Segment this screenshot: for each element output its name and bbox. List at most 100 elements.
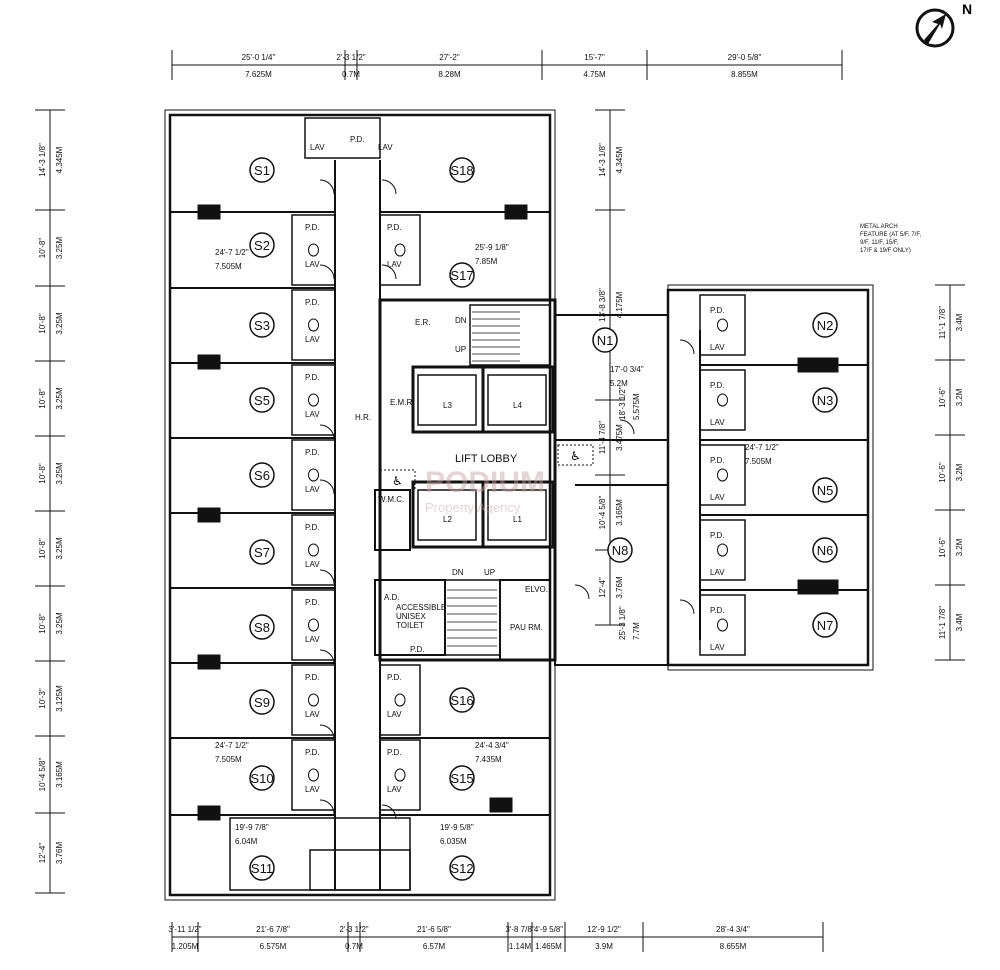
dimension-metric: 6.575M [260, 942, 287, 951]
structural-column [489, 797, 513, 813]
room-dimension-imperial: 18'-3 1/2" [618, 386, 627, 420]
dimension-imperial: 10'-6" [938, 537, 947, 558]
unit-marker [812, 312, 838, 338]
exterior-wall-east-wing [666, 288, 870, 667]
unit-label: N3 [817, 393, 834, 408]
unit-marker [449, 262, 475, 288]
toilet-label: UNISEX [396, 612, 426, 621]
lift-car [487, 489, 547, 541]
dimension-imperial: 10'-8" [38, 238, 47, 259]
dimension-metric: 3.2M [955, 463, 964, 481]
dimension-imperial: 25'-0 1/4" [242, 53, 276, 62]
dimension-metric: 3.4M [955, 313, 964, 331]
lift-shaft [411, 365, 485, 434]
metal-arch-note: METAL ARCH [860, 224, 898, 230]
dimension-metric: 3.25M [55, 612, 64, 635]
stair-up-label: UP [484, 568, 495, 577]
lav-label: LAV [387, 260, 402, 269]
accessible-toilet [374, 579, 446, 656]
unit-marker [249, 232, 275, 258]
lift-car [417, 489, 477, 541]
dimension-metric: 8.655M [720, 942, 747, 951]
lav-label: LAV [310, 143, 325, 152]
room-dimension-metric: 7.7M [632, 622, 641, 640]
dimension-imperial: 12'-4" [38, 843, 47, 864]
door-swing [319, 649, 335, 665]
dimension-imperial: 2'-3 1/2" [336, 53, 365, 62]
dimension-metric: 1.205M [172, 942, 199, 951]
lav-label: LAV [387, 710, 402, 719]
lav-label: LAV [710, 418, 725, 427]
unit-marker [249, 614, 275, 640]
dimension-imperial: 11'-4 7/8" [598, 421, 607, 454]
unit-label: S1 [254, 163, 270, 178]
lav-label: LAV [305, 410, 320, 419]
metal-arch-note: 17/F & 19/F ONLY) [860, 248, 911, 254]
pd-label: P.D. [305, 448, 320, 457]
unit-marker [812, 477, 838, 503]
room-dimension-imperial: 25'-3 1/8" [618, 606, 627, 640]
unit-label: N2 [817, 318, 834, 333]
unit-label: S2 [254, 238, 270, 253]
dimension-imperial: 3'-8 7/8" [505, 925, 534, 934]
exterior-wall-west-block [168, 113, 552, 897]
dimension-metric: 0.7M [345, 942, 363, 951]
wheelchair-icon: ♿ [570, 449, 581, 463]
dimension-metric: 3.25M [55, 462, 64, 485]
lift-label: L3 [443, 401, 452, 410]
dimension-imperial: 28'-4 3/4" [716, 925, 750, 934]
elvo-label: ELVO. [525, 585, 548, 594]
dimension-imperial: 14'-3 1/8" [38, 143, 47, 177]
stair-dn-label: DN [455, 316, 467, 325]
bathroom [379, 664, 421, 736]
unit-marker [249, 539, 275, 565]
toilet-icon [308, 618, 319, 632]
unit-marker [812, 537, 838, 563]
door-swing [381, 804, 397, 820]
room-dimension-metric: 5.2M [610, 379, 628, 388]
lav-label: LAV [710, 568, 725, 577]
door-swing [319, 179, 335, 195]
pd-label: P.D. [305, 223, 320, 232]
toilet-icon [308, 693, 319, 707]
lav-label: LAV [305, 560, 320, 569]
north-arrow: N [915, 1, 972, 48]
bathroom [699, 294, 746, 356]
bathroom [699, 594, 746, 656]
bathroom [291, 439, 336, 511]
dimension-metric: 3.76M [55, 842, 64, 865]
dimension-metric: 1.14M [509, 942, 532, 951]
unit-label: S12 [450, 861, 473, 876]
dimension-metric: 3.25M [55, 237, 64, 260]
dimension-metric: 4.75M [583, 70, 606, 79]
bathroom [291, 589, 336, 661]
room-dimension-imperial: 25'-9 1/8" [475, 243, 509, 252]
lift-label: L1 [513, 515, 522, 524]
er-label: E.R. [415, 318, 431, 327]
stair-north [469, 304, 551, 366]
toilet-label: ACCESSIBLE [396, 603, 446, 612]
pd-label: P.D. [305, 298, 320, 307]
room-dimension-imperial: 17'-0 3/4" [610, 365, 644, 374]
stair-south [444, 579, 501, 656]
pd-label: P.D. [410, 645, 425, 654]
unit-label: N8 [612, 543, 629, 558]
dimension-metric: 1.465M [535, 942, 562, 951]
unit-marker [607, 537, 633, 563]
toilet-icon [394, 243, 406, 257]
lift-shaft [481, 480, 555, 549]
toilet-icon [394, 768, 406, 782]
toilet-icon [717, 468, 728, 482]
dimension-imperial: 21'-6 5/8" [417, 925, 451, 934]
door-swing [381, 264, 397, 280]
toilet-icon [717, 618, 728, 632]
lav-label: LAV [305, 710, 320, 719]
unit-marker [592, 327, 618, 353]
pd-label: P.D. [305, 673, 320, 682]
unit-marker [249, 855, 275, 881]
metal-arch-note: FEATURE (AT 5/F, 7/F, [860, 232, 921, 238]
walls [49, 64, 951, 938]
toilet-icon [308, 768, 319, 782]
pd-label: P.D. [387, 748, 402, 757]
